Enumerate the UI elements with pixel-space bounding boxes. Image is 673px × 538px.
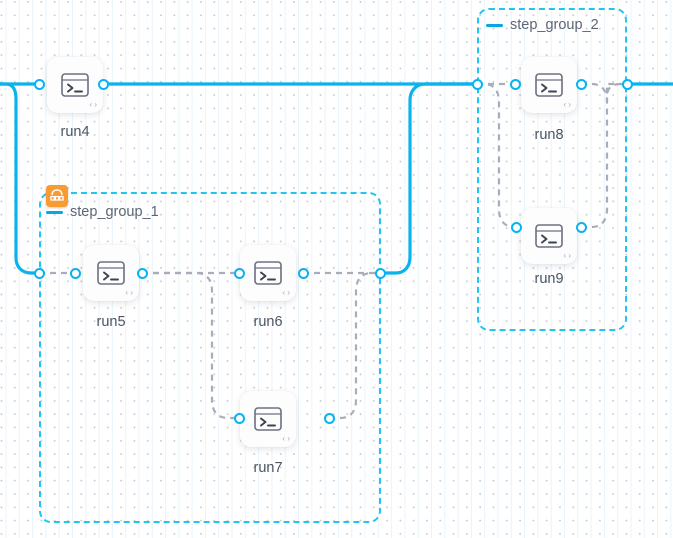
node-run9[interactable]: ‹›: [521, 208, 577, 264]
port-run7-out[interactable]: [323, 412, 335, 424]
terminal-icon: [61, 73, 89, 97]
group-name-text: step_group_1: [70, 204, 159, 220]
workflow-group-glyph: [50, 189, 64, 201]
group-box-step-group-1[interactable]: [39, 192, 381, 523]
workflow-group-icon[interactable]: [46, 185, 68, 207]
group-name-text: step_group_2: [510, 17, 599, 33]
group-box-step-group-2[interactable]: [477, 8, 627, 331]
terminal-icon: [535, 224, 563, 248]
node-run5[interactable]: ‹›: [83, 245, 139, 301]
node-label-run7: run7: [253, 460, 283, 476]
port-stepgroup2-in[interactable]: [471, 78, 483, 90]
node-run6[interactable]: ‹›: [240, 245, 296, 301]
node-label-run5: run5: [96, 314, 126, 330]
port-run6-out[interactable]: [297, 267, 309, 279]
node-run4[interactable]: ‹›: [47, 57, 103, 113]
port-stepgroup2-out[interactable]: [621, 78, 633, 90]
code-tag-icon: ‹›: [124, 289, 134, 298]
port-stepgroup1-in[interactable]: [33, 267, 45, 279]
port-run8-in[interactable]: [509, 78, 521, 90]
minus-icon[interactable]: [46, 210, 63, 214]
code-tag-icon: ‹›: [88, 101, 98, 110]
code-tag-icon: ‹›: [562, 252, 572, 261]
port-run5-in[interactable]: [69, 267, 81, 279]
terminal-icon: [254, 407, 282, 431]
terminal-icon: [97, 261, 125, 285]
code-tag-icon: ‹›: [562, 101, 572, 110]
code-tag-icon: ‹›: [281, 289, 291, 298]
port-run6-in[interactable]: [233, 267, 245, 279]
port-run9-in[interactable]: [510, 221, 522, 233]
port-run4-in[interactable]: [33, 78, 45, 90]
terminal-icon: [254, 261, 282, 285]
edge-left-to-stepgroup1: [0, 82, 39, 275]
port-run7-in[interactable]: [233, 412, 245, 424]
code-tag-icon: ‹›: [281, 435, 291, 444]
port-stepgroup1-out[interactable]: [374, 267, 386, 279]
node-run7[interactable]: ‹›: [240, 391, 296, 447]
port-run5-out[interactable]: [136, 267, 148, 279]
node-label-run9: run9: [534, 271, 564, 287]
edge-stepgroup1-to-mainline: [380, 82, 477, 275]
port-run8-out[interactable]: [575, 78, 587, 90]
node-label-run4: run4: [60, 124, 90, 140]
terminal-icon: [535, 73, 563, 97]
port-run9-out[interactable]: [575, 221, 587, 233]
group-label-step-group-1[interactable]: step_group_1: [46, 204, 159, 220]
minus-icon[interactable]: [486, 23, 503, 27]
node-label-run6: run6: [253, 314, 283, 330]
port-run4-out[interactable]: [97, 78, 109, 90]
node-run8[interactable]: ‹›: [521, 57, 577, 113]
node-label-run8: run8: [534, 127, 564, 143]
group-label-step-group-2[interactable]: step_group_2: [486, 17, 599, 33]
